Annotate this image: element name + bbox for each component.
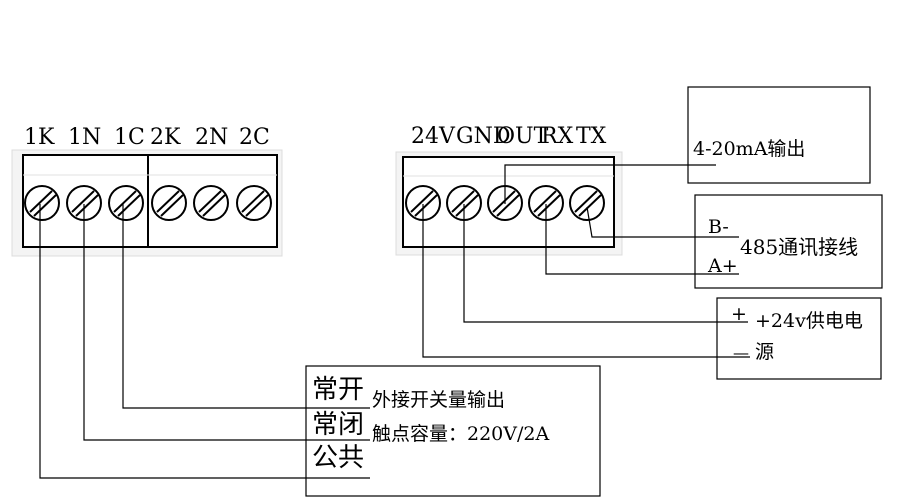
terminal-label-2k: 2K xyxy=(150,125,181,150)
terminal-label-1k: 1K xyxy=(24,125,55,150)
wire-tx-to-b-minus xyxy=(586,206,739,238)
terminal-label-1c: 1C xyxy=(114,125,145,150)
screw-1n xyxy=(66,185,102,221)
relay-output-line1: 外接开关量输出 xyxy=(372,389,505,411)
power-plus-label: + xyxy=(731,303,747,325)
left-terminal-block: 1K 1N 1C 2K 2N 2C xyxy=(11,125,283,257)
terminal-label-2c: 2C xyxy=(239,125,270,150)
right-terminal-block: 24V GND OUT RX TX xyxy=(395,124,623,256)
terminal-label-tx: TX xyxy=(576,124,607,149)
analog-output-box: 4-20mA输出 xyxy=(687,86,871,184)
wire-rx-to-a-plus xyxy=(545,204,739,275)
terminal-label-2n: 2N xyxy=(195,125,228,150)
analog-output-label: 4-20mA输出 xyxy=(693,138,805,160)
wire-out-to-analog xyxy=(504,164,716,204)
contact-normally-closed-label: 常闭 xyxy=(312,410,364,440)
terminal-label-rx: RX xyxy=(541,124,574,149)
wire-1c-to-normally-open xyxy=(122,204,370,409)
wire-1k-to-common xyxy=(39,204,370,479)
rs485-b-minus-label: B- xyxy=(708,216,729,238)
screw-rx xyxy=(528,185,564,221)
screw-1c xyxy=(108,185,144,221)
screw-2c xyxy=(236,185,272,221)
screw-1k xyxy=(24,185,60,221)
terminal-label-gnd: GND xyxy=(456,124,510,149)
terminal-label-1n: 1N xyxy=(68,125,101,150)
rs485-box: B- A+ 485通讯接线 xyxy=(694,194,883,289)
relay-output-box: 常开 常闭 公共 外接开关量输出 触点容量：220V/2A xyxy=(305,365,601,497)
wire-1n-to-normally-closed xyxy=(83,204,370,441)
power-text-line2: 源 xyxy=(755,341,774,363)
terminal-label-out: OUT xyxy=(497,124,549,149)
power-text-line1: +24v供电电 xyxy=(755,310,863,332)
power-minus-label: — xyxy=(733,343,749,362)
terminal-label-24v: 24V xyxy=(411,124,456,149)
screw-2k xyxy=(151,185,187,221)
rs485-a-plus-label: A+ xyxy=(707,255,738,277)
power-supply-box: + +24v供电电 — 源 xyxy=(716,297,882,380)
contact-normally-open-label: 常开 xyxy=(312,375,364,405)
left-block-body xyxy=(22,154,278,248)
wires xyxy=(39,164,750,479)
contact-common-label: 公共 xyxy=(312,443,364,473)
screw-24v xyxy=(405,185,441,221)
screw-tx xyxy=(569,185,605,221)
rs485-label: 485通讯接线 xyxy=(740,235,858,259)
wire-24v-to-minus xyxy=(422,204,750,358)
relay-output-line2: 触点容量：220V/2A xyxy=(372,423,549,445)
wire-gnd-to-plus xyxy=(463,204,748,323)
screw-2n xyxy=(193,185,229,221)
